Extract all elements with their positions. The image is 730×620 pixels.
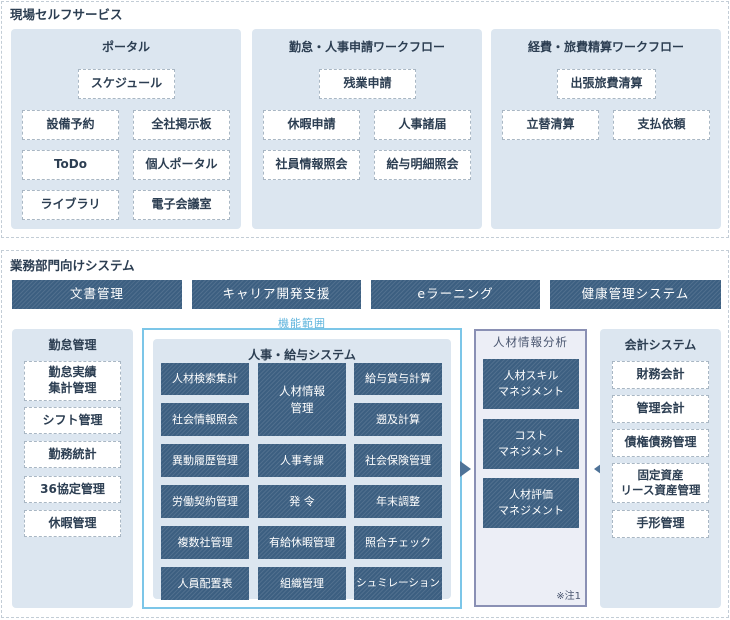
career-development-bar[interactable]: キャリア開発支援 <box>192 280 361 309</box>
expense-workflow-item-travel[interactable]: 出張旅費清算 <box>557 69 656 99</box>
arrow-left-icon <box>594 461 605 477</box>
portal-item-facility-booking[interactable]: 設備予約 <box>22 110 119 140</box>
hr-cell-paid-leave[interactable]: 有給休暇管理 <box>258 526 346 559</box>
hr-workflow-item-hr-notices[interactable]: 人事諸届 <box>374 110 471 140</box>
accounting-item-receivables[interactable]: 債権債務管理 <box>612 429 709 457</box>
portal-item-todo[interactable]: ToDo <box>22 150 119 180</box>
hr-cell-talent-info[interactable]: 人材情報 管理 <box>258 363 346 436</box>
hr-workflow-item-overtime[interactable]: 残業申請 <box>319 69 416 99</box>
hr-cell-labor-contract[interactable]: 労働契約管理 <box>161 485 249 518</box>
hr-cell-organization[interactable]: 組織管理 <box>258 567 346 600</box>
hr-cell-social-insurance[interactable]: 社会保険管理 <box>354 444 442 477</box>
scope-frame: 人事・給与システム 人材検索集計 人材情報 管理 給与賞与計算 社会情報照会 遡… <box>142 328 462 609</box>
self-service-title: 現場セルフサービス <box>10 7 123 22</box>
hr-payroll-title: 人事・給与システム <box>248 348 356 362</box>
hr-workflow-panel: 勤怠・人事申請ワークフロー 残業申請 休暇申請 人事諸届 社員情報照会 給与明細… <box>252 29 482 229</box>
attendance-item-statistics[interactable]: 勤務統計 <box>24 441 121 468</box>
accounting-item-management[interactable]: 管理会計 <box>612 395 709 423</box>
accounting-item-fixed-assets[interactable]: 固定資産 リース資産管理 <box>612 463 709 503</box>
expense-workflow-item-payment-request[interactable]: 支払依頼 <box>613 110 710 140</box>
accounting-item-financial[interactable]: 財務会計 <box>612 361 709 389</box>
business-systems-section: 業務部門向けシステム 文書管理 キャリア開発支援 eラーニング 健康管理システム… <box>1 250 729 618</box>
hr-workflow-item-leave[interactable]: 休暇申請 <box>263 110 360 140</box>
hr-cell-multi-company[interactable]: 複数社管理 <box>161 526 249 559</box>
portal-item-bulletin-board[interactable]: 全社掲示板 <box>133 110 230 140</box>
portal-item-personal-portal[interactable]: 個人ポータル <box>133 150 230 180</box>
business-systems-title: 業務部門向けシステム <box>10 258 135 273</box>
expense-workflow-title: 経費・旅費精算ワークフロー <box>527 40 684 54</box>
hr-cell-transfer-history[interactable]: 異動履歴管理 <box>161 444 249 477</box>
hr-cell-retro-calc[interactable]: 遡及計算 <box>354 403 442 436</box>
analysis-item-skill[interactable]: 人材スキル マネジメント <box>483 359 579 409</box>
portal-item-schedule[interactable]: スケジュール <box>78 69 175 99</box>
attendance-item-summary[interactable]: 勤怠実績 集計管理 <box>24 361 121 401</box>
hr-cell-year-end[interactable]: 年末調整 <box>354 485 442 518</box>
analysis-panel: 人材情報分析 人材スキル マネジメント コスト マネジメント 人材評価 マネジメ… <box>474 329 587 607</box>
hr-cell-talent-search[interactable]: 人材検索集計 <box>161 363 249 395</box>
e-learning-bar[interactable]: eラーニング <box>371 280 540 309</box>
hr-workflow-item-payslip[interactable]: 給与明細照会 <box>374 150 471 180</box>
health-management-bar[interactable]: 健康管理システム <box>550 280 721 309</box>
attendance-panel: 勤怠管理 勤怠実績 集計管理 シフト管理 勤務統計 36協定管理 休暇管理 <box>12 329 133 608</box>
accounting-panel: 会計システム 財務会計 管理会計 債権債務管理 固定資産 リース資産管理 手形管… <box>600 329 721 608</box>
hr-cell-simulation[interactable]: シュミレーション <box>354 567 442 600</box>
hr-payroll-panel: 人事・給与システム 人材検索集計 人材情報 管理 給与賞与計算 社会情報照会 遡… <box>153 339 451 600</box>
attendance-item-leave-management[interactable]: 休暇管理 <box>24 510 121 537</box>
expense-workflow-item-reimbursement[interactable]: 立替清算 <box>502 110 599 140</box>
hr-cell-salary-bonus[interactable]: 給与賞与計算 <box>354 363 442 395</box>
hr-cell-staffing-chart[interactable]: 人員配置表 <box>161 567 249 600</box>
scope-label: 機能範囲 <box>278 317 326 330</box>
hr-cell-social-info[interactable]: 社会情報照会 <box>161 403 249 436</box>
accounting-title: 会計システム <box>624 338 697 352</box>
accounting-item-bills[interactable]: 手形管理 <box>612 510 709 538</box>
hr-workflow-item-employee-info[interactable]: 社員情報照会 <box>263 150 360 180</box>
analysis-item-cost[interactable]: コスト マネジメント <box>483 419 579 469</box>
hr-cell-appointment[interactable]: 発 令 <box>258 485 346 518</box>
hr-cell-reconciliation[interactable]: 照合チェック <box>354 526 442 559</box>
document-management-bar[interactable]: 文書管理 <box>12 280 182 309</box>
portal-panel: ポータル スケジュール 設備予約 全社掲示板 ToDo 個人ポータル ライブラリ… <box>11 29 241 229</box>
expense-workflow-panel: 経費・旅費精算ワークフロー 出張旅費清算 立替清算 支払依頼 <box>491 29 721 229</box>
portal-title: ポータル <box>101 40 150 54</box>
attendance-item-shift[interactable]: シフト管理 <box>24 407 121 434</box>
portal-item-e-conference[interactable]: 電子会議室 <box>133 190 230 220</box>
hr-workflow-title: 勤怠・人事申請ワークフロー <box>288 40 445 54</box>
arrow-right-icon <box>460 461 471 477</box>
hr-cell-evaluation[interactable]: 人事考課 <box>258 444 346 477</box>
analysis-item-evaluation[interactable]: 人材評価 マネジメント <box>483 478 579 528</box>
portal-item-library[interactable]: ライブラリ <box>22 190 119 220</box>
attendance-item-36-agreement[interactable]: 36協定管理 <box>24 476 121 503</box>
self-service-section: 現場セルフサービス ポータル スケジュール 設備予約 全社掲示板 ToDo 個人… <box>1 1 729 238</box>
analysis-title: 人材情報分析 <box>493 335 568 349</box>
analysis-note: ※注1 <box>556 591 581 602</box>
attendance-title: 勤怠管理 <box>48 338 97 352</box>
